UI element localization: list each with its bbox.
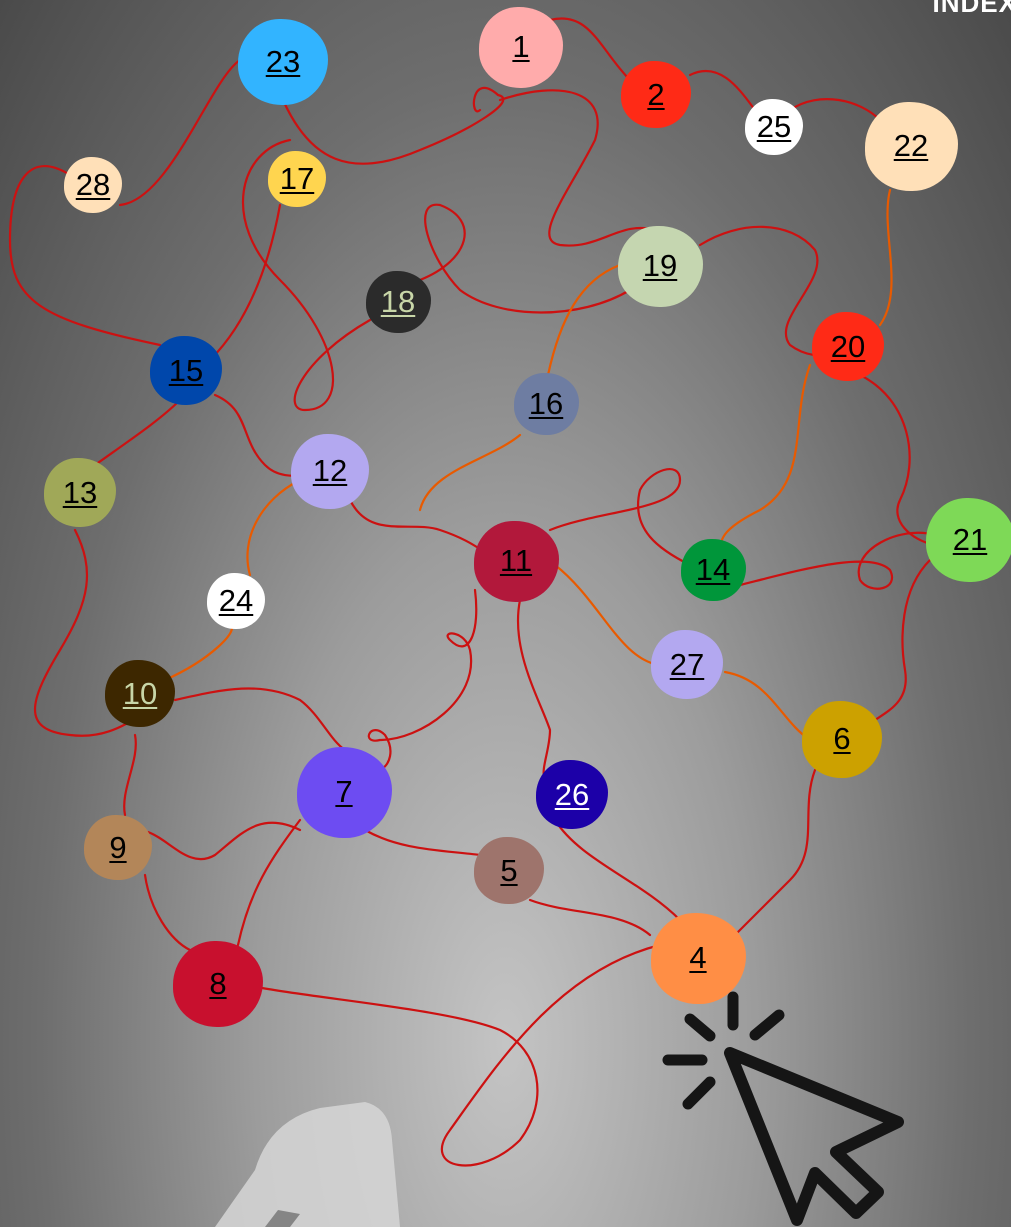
dot-21[interactable]: 21	[926, 498, 1011, 582]
dot-label: 10	[123, 676, 157, 712]
dot-label: 17	[280, 161, 314, 197]
dot-1[interactable]: 1	[479, 7, 563, 88]
dot-15[interactable]: 15	[150, 336, 222, 405]
dot-11[interactable]: 11	[474, 521, 559, 603]
dot-label: 1	[512, 29, 529, 65]
dot-22[interactable]: 22	[865, 102, 958, 191]
dot-label: 13	[63, 475, 97, 511]
dot-label: 25	[757, 109, 791, 145]
dot-28[interactable]: 28	[64, 157, 122, 213]
dot-24[interactable]: 24	[207, 573, 265, 629]
dot-label: 8	[209, 966, 226, 1002]
dot-26[interactable]: 26	[536, 760, 608, 829]
dot-label: 9	[109, 830, 126, 866]
dot-label: 7	[335, 774, 352, 810]
dot-label: 22	[894, 128, 928, 164]
dot-label: 4	[689, 940, 706, 976]
dot-4[interactable]: 4	[651, 913, 746, 1004]
dot-label: 15	[169, 353, 203, 389]
dot-7[interactable]: 7	[297, 747, 392, 838]
dot-label: 23	[266, 44, 300, 80]
dot-label: 19	[643, 248, 677, 284]
dot-label: 26	[555, 777, 589, 813]
dot-27[interactable]: 27	[651, 630, 723, 699]
dot-label: 14	[696, 552, 730, 588]
dot-14[interactable]: 14	[681, 539, 746, 601]
dot-label: 6	[833, 721, 850, 757]
dot-label: 27	[670, 647, 704, 683]
dot-25[interactable]: 25	[745, 99, 803, 155]
dot-label: 21	[953, 522, 987, 558]
dot-20[interactable]: 20	[812, 312, 884, 381]
dot-13[interactable]: 13	[44, 458, 116, 527]
dot-label: 12	[313, 453, 347, 489]
dot-16[interactable]: 16	[514, 373, 579, 435]
dot-label: 2	[647, 77, 664, 113]
dot-label: 18	[381, 284, 415, 320]
dot-12[interactable]: 12	[291, 434, 369, 509]
dot-label: 5	[500, 853, 517, 889]
dot-label: 24	[219, 583, 253, 619]
dot-18[interactable]: 18	[366, 271, 431, 333]
dot-label: 11	[500, 543, 532, 579]
dot-label: 28	[76, 167, 110, 203]
dot-6[interactable]: 6	[802, 701, 882, 778]
dot-label: 16	[529, 386, 563, 422]
dot-label: 20	[831, 329, 865, 365]
dot-17[interactable]: 17	[268, 151, 326, 207]
dot-19[interactable]: 19	[618, 226, 703, 308]
